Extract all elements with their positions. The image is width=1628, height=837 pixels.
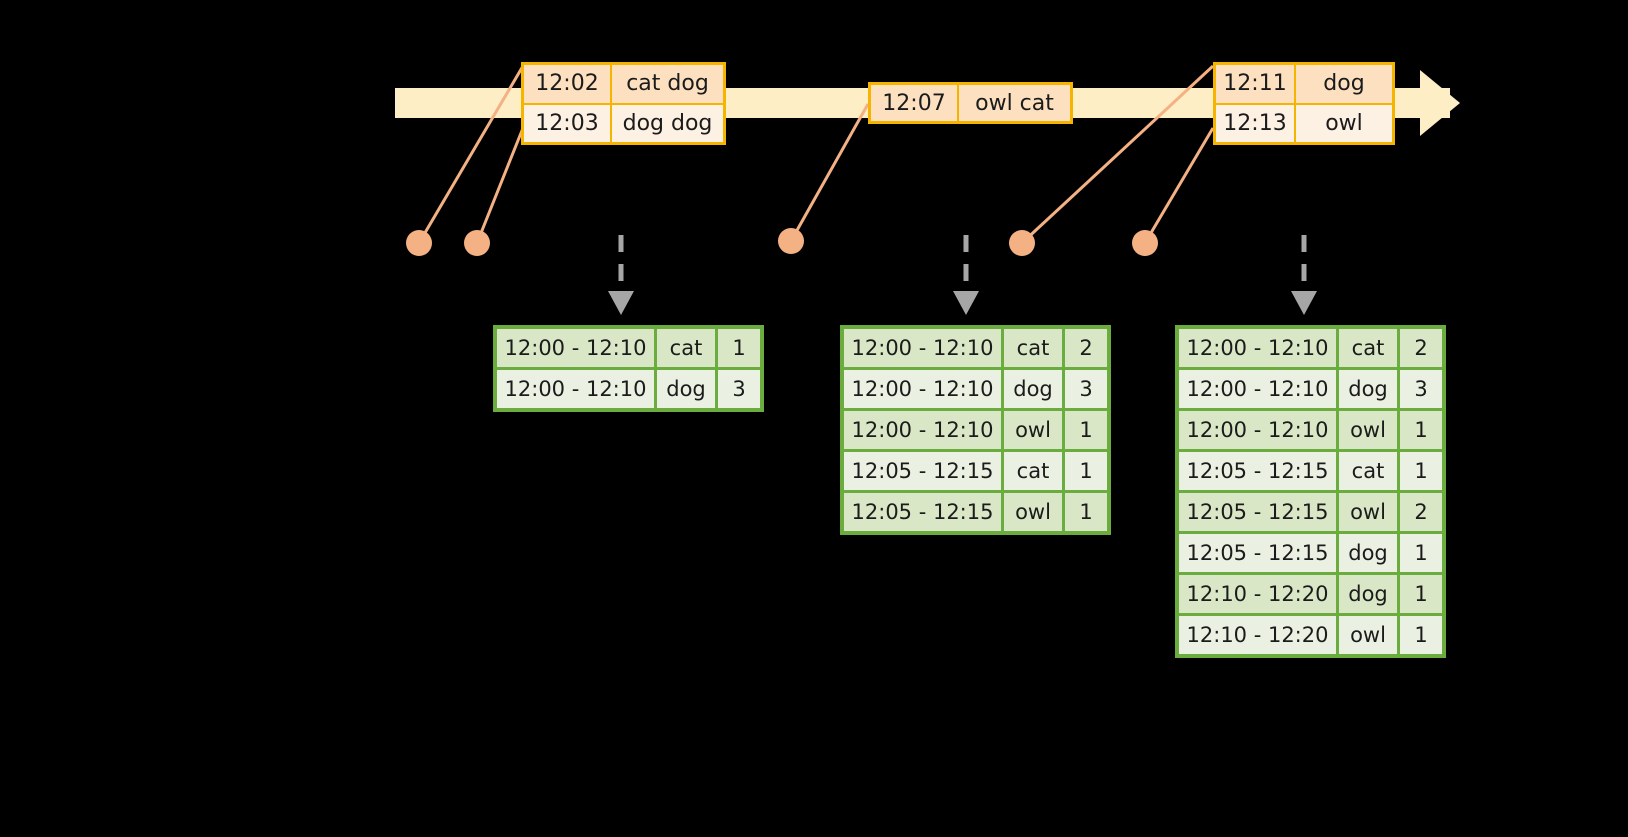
cell-word: dog	[1339, 534, 1397, 572]
cell-window: 12:00 - 12:10	[1179, 411, 1336, 449]
cell-word: owl	[1339, 411, 1397, 449]
cell-window: 12:00 - 12:10	[497, 329, 654, 367]
cell-count: 1	[1400, 411, 1442, 449]
cell-count: 1	[1065, 411, 1107, 449]
event-group-2[interactable]: 12:07 owl cat	[868, 82, 1073, 124]
cell-window: 12:05 - 12:15	[1179, 534, 1336, 572]
cell-window: 12:00 - 12:10	[844, 411, 1001, 449]
event-marker-dot	[406, 230, 432, 256]
event-words: owl cat	[975, 90, 1054, 116]
cell-word: dog	[1339, 575, 1397, 613]
cell-word: cat	[1339, 452, 1397, 490]
event-row[interactable]: 12:07 owl cat	[871, 85, 1070, 121]
cell-word: cat	[657, 329, 715, 367]
cell-window: 12:00 - 12:10	[497, 370, 654, 408]
event-words: dog	[1323, 71, 1365, 97]
cell-count: 2	[1400, 493, 1442, 531]
event-group-1[interactable]: 12:02 cat dog 12:03 dog dog	[521, 62, 726, 145]
cell-count: 2	[1065, 329, 1107, 367]
event-row[interactable]: 12:11 dog	[1216, 65, 1392, 103]
cell-count: 1	[1400, 534, 1442, 572]
cell-word: dog	[657, 370, 715, 408]
cell-window: 12:00 - 12:10	[1179, 329, 1336, 367]
cell-word: owl	[1004, 411, 1062, 449]
event-words: cat dog	[626, 71, 709, 97]
cell-count: 1	[1065, 452, 1107, 490]
cell-word: dog	[1339, 370, 1397, 408]
cell-count: 3	[718, 370, 760, 408]
event-marker-dot	[778, 228, 804, 254]
cell-word: owl	[1339, 493, 1397, 531]
event-row[interactable]: 12:13 owl	[1216, 102, 1392, 142]
cell-word: dog	[1004, 370, 1062, 408]
cell-word: cat	[1339, 329, 1397, 367]
cell-count: 1	[718, 329, 760, 367]
event-time: 12:02	[524, 65, 612, 103]
cell-word: cat	[1004, 329, 1062, 367]
cell-window: 12:05 - 12:15	[1179, 452, 1336, 490]
event-time: 12:11	[1216, 65, 1296, 103]
event-time: 12:13	[1216, 104, 1296, 142]
timeline-arrowhead-icon	[1420, 70, 1460, 136]
event-marker-dot	[464, 230, 490, 256]
event-time: 12:03	[524, 104, 612, 142]
event-group-3[interactable]: 12:11 dog 12:13 owl	[1213, 62, 1395, 145]
event-words: owl	[1325, 110, 1363, 136]
cell-count: 1	[1400, 575, 1442, 613]
cell-word: cat	[1004, 452, 1062, 490]
cell-word: owl	[1004, 493, 1062, 531]
cell-count: 3	[1400, 370, 1442, 408]
cell-window: 12:05 - 12:15	[844, 493, 1001, 531]
cell-window: 12:00 - 12:10	[1179, 370, 1336, 408]
cell-window: 12:05 - 12:15	[844, 452, 1001, 490]
cell-word: owl	[1339, 616, 1397, 654]
cell-count: 1	[1400, 452, 1442, 490]
event-row[interactable]: 12:02 cat dog	[524, 65, 723, 103]
event-row[interactable]: 12:03 dog dog	[524, 102, 723, 142]
cell-count: 1	[1065, 493, 1107, 531]
cell-window: 12:05 - 12:15	[1179, 493, 1336, 531]
cell-count: 2	[1400, 329, 1442, 367]
cell-window: 12:10 - 12:20	[1179, 575, 1336, 613]
emit-arrow-3-icon	[1291, 235, 1317, 315]
event-words: dog dog	[622, 110, 713, 136]
cell-window: 12:00 - 12:10	[844, 370, 1001, 408]
event-marker-dot	[1009, 230, 1035, 256]
emit-arrow-2-icon	[953, 235, 979, 315]
cell-window: 12:00 - 12:10	[844, 329, 1001, 367]
cell-count: 3	[1065, 370, 1107, 408]
event-time: 12:07	[871, 85, 959, 121]
event-marker-dot	[1132, 230, 1158, 256]
cell-count: 1	[1400, 616, 1442, 654]
cell-window: 12:10 - 12:20	[1179, 616, 1336, 654]
emit-arrow-1-icon	[608, 235, 634, 315]
